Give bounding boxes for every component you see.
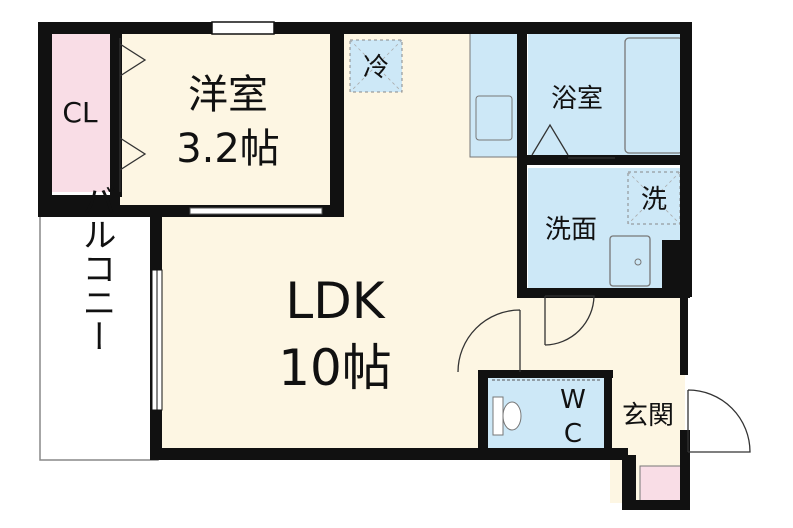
entrance-label: 玄関 [622, 401, 674, 431]
bathroom-area [528, 32, 685, 160]
washroom-label: 洗面 [545, 215, 597, 245]
toilet-bowl [502, 401, 522, 431]
ldk-name: LDK [285, 272, 385, 330]
toilet-tank [492, 396, 504, 436]
wash-door [544, 295, 595, 346]
balcony-label: バルコニー [76, 183, 116, 353]
top-window [211, 21, 275, 35]
kitchen-counter [469, 31, 521, 158]
fridge-label: 冷 [363, 53, 389, 83]
entrance-door [687, 389, 751, 453]
toilet-c-label: C [564, 419, 582, 449]
ldk-door [457, 309, 521, 373]
western-room-door [189, 207, 323, 215]
vanity [609, 235, 651, 287]
western-room-name: 洋室 [188, 72, 268, 118]
vanity-drain [634, 258, 642, 266]
shoe-box [639, 465, 685, 503]
washer-label: 洗 [641, 185, 667, 215]
closet-label: CL [62, 96, 98, 129]
closet-area [42, 32, 120, 192]
ldk-size: 10帖 [278, 339, 392, 397]
sink-basin [475, 95, 513, 141]
toilet-w-label: W [560, 385, 586, 415]
closet-doors [119, 38, 147, 192]
bath-door [531, 123, 615, 159]
bath-label: 浴室 [551, 84, 603, 114]
western-room-size: 3.2帖 [176, 126, 280, 172]
hall-floor [525, 295, 685, 373]
balcony [39, 214, 159, 461]
